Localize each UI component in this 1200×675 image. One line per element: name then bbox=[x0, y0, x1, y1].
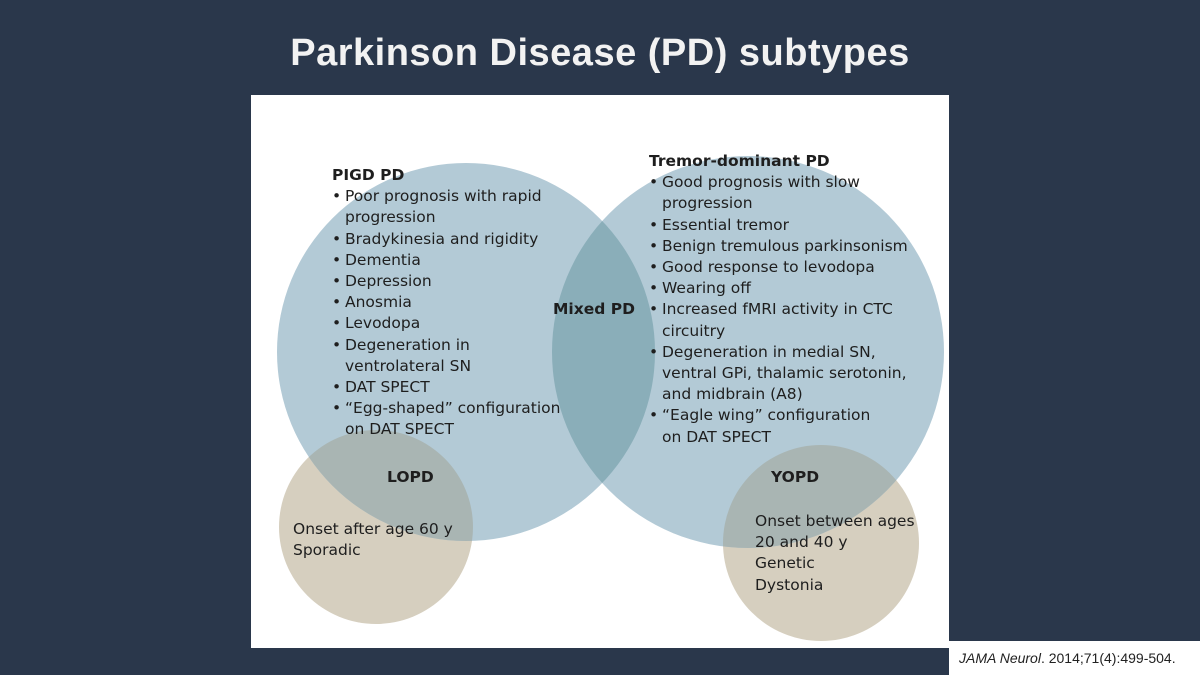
list-item: Benign tremulous parkinsonism bbox=[649, 236, 911, 257]
list-item: Wearing off bbox=[649, 278, 911, 299]
mixed-pd-label: Mixed PD bbox=[553, 300, 635, 318]
list-item: Essential tremor bbox=[649, 215, 911, 236]
list-item: Bradykinesia and rigidity bbox=[332, 229, 572, 250]
pigd-title: PIGD PD bbox=[332, 166, 405, 184]
list-item: “Egg-shaped” configuration on DAT SPECT bbox=[332, 398, 580, 440]
list-item: “Eagle wing” configuration on DAT SPECT bbox=[649, 405, 892, 447]
list-item: Levodopa bbox=[332, 313, 572, 334]
list-item: DAT SPECT bbox=[332, 377, 572, 398]
list-item: Good prognosis with slow progression bbox=[649, 172, 877, 214]
tremor-list: Good prognosis with slow progression Ess… bbox=[649, 172, 911, 448]
yopd-title: YOPD bbox=[771, 468, 820, 486]
slide-title: Parkinson Disease (PD) subtypes bbox=[290, 32, 910, 74]
lopd-title: LOPD bbox=[387, 468, 434, 486]
list-item: Dementia bbox=[332, 250, 572, 271]
list-item: Depression bbox=[332, 271, 572, 292]
venn-diagram-panel: PIGD PD Poor prognosis with rapid progre… bbox=[251, 95, 949, 648]
tremor-text-block: Tremor-dominant PD Good prognosis with s… bbox=[649, 151, 911, 448]
tremor-title: Tremor-dominant PD bbox=[649, 152, 830, 170]
yopd-line: Genetic bbox=[755, 554, 815, 573]
citation-journal: JAMA Neurol bbox=[959, 650, 1041, 666]
lopd-line: Sporadic bbox=[293, 541, 361, 560]
yopd-line: Dystonia bbox=[755, 575, 824, 594]
list-item: Good response to levodopa bbox=[649, 257, 911, 278]
pigd-list: Poor prognosis with rapid progression Br… bbox=[332, 186, 572, 440]
lopd-line: Onset after age 60 y bbox=[293, 520, 453, 538]
yopd-text-block: Onset between ages 20 and 40 y Genetic D… bbox=[755, 511, 925, 596]
list-item: Anosmia bbox=[332, 292, 572, 313]
list-item: Increased fMRI activity in CTC circuitry bbox=[649, 299, 907, 341]
lopd-text-block: Onset after age 60 y Sporadic bbox=[293, 519, 463, 561]
citation: JAMA Neurol. 2014;71(4):499-504. bbox=[949, 641, 1200, 675]
list-item: Degeneration in ventrolateral SN bbox=[332, 335, 480, 377]
pigd-text-block: PIGD PD Poor prognosis with rapid progre… bbox=[332, 165, 572, 441]
list-item: Poor prognosis with rapid progression bbox=[332, 186, 550, 228]
yopd-line: Onset between ages bbox=[755, 512, 915, 530]
citation-details: . 2014;71(4):499-504. bbox=[1040, 650, 1176, 666]
list-item: Degeneration in medial SN, ventral GPi, … bbox=[649, 342, 924, 406]
yopd-line: 20 and 40 y bbox=[755, 533, 848, 552]
